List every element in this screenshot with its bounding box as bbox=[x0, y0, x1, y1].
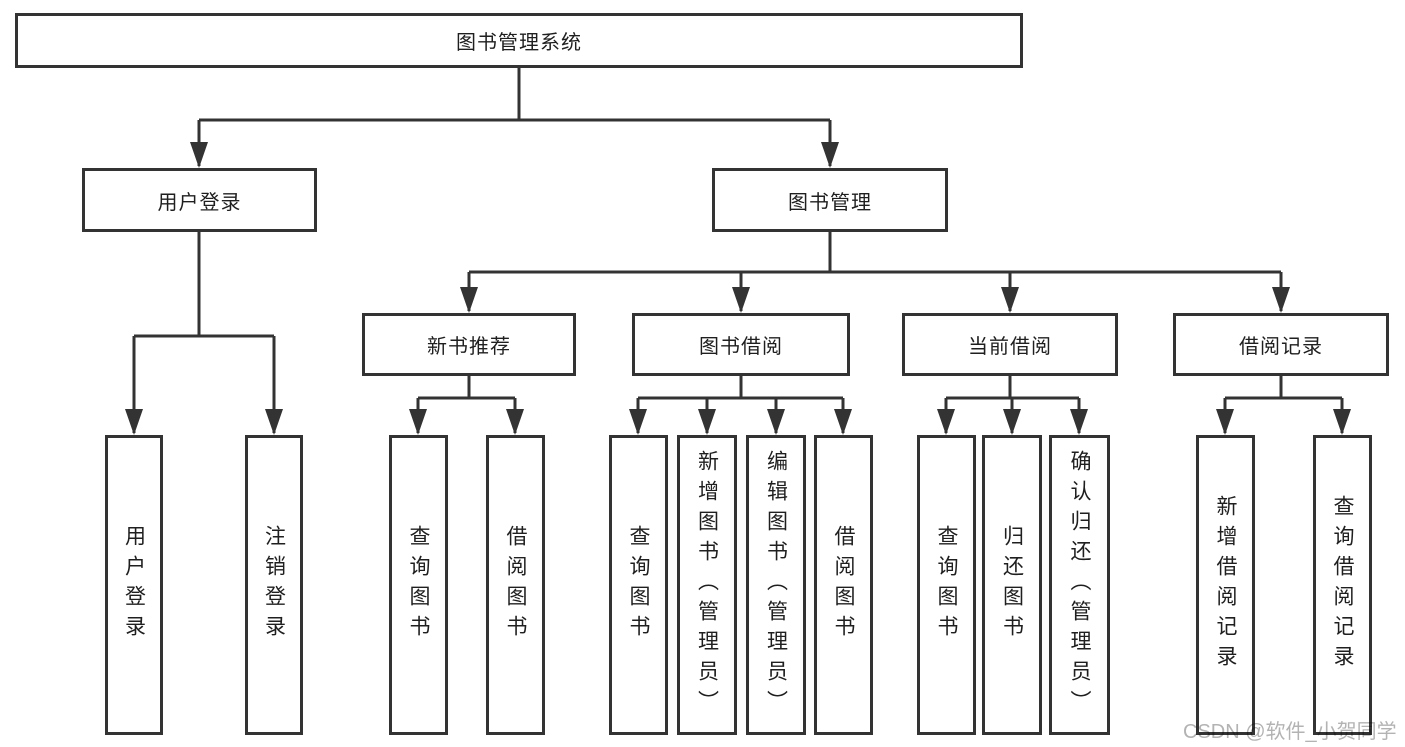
node-root-system: 图书管理系统 bbox=[15, 13, 1023, 68]
leaf-return-books: 归还图书 bbox=[982, 435, 1042, 735]
leaf-logout-label: 注销登录 bbox=[262, 525, 286, 645]
csdn-watermark: CSDN @软件_小贺同学 bbox=[1183, 721, 1397, 743]
connector-user-login-to-leaves bbox=[132, 232, 276, 433]
node-user-login-label: 用户登录 bbox=[157, 191, 242, 214]
arrowhead-icons bbox=[125, 142, 1351, 435]
leaf-edit-books-admin: 编辑图书（管理员） bbox=[746, 435, 806, 735]
node-book-borrowing: 图书借阅 bbox=[632, 313, 850, 376]
leaf-recommend-query-books-label: 查询图书 bbox=[407, 525, 430, 645]
node-user-login: 用户登录 bbox=[82, 168, 317, 232]
leaf-add-borrow-record: 新增借阅记录 bbox=[1196, 435, 1255, 735]
node-book-borrowing-label: 图书借阅 bbox=[699, 336, 783, 358]
leaf-user-login-label: 用户登录 bbox=[122, 525, 146, 645]
node-new-book-recommendation-label: 新书推荐 bbox=[427, 336, 511, 358]
leaf-current-query-books: 查询图书 bbox=[917, 435, 976, 735]
leaf-add-borrow-record-label: 新增借阅记录 bbox=[1214, 495, 1237, 675]
leaf-recommend-borrow-books: 借阅图书 bbox=[486, 435, 545, 735]
leaf-borrow-books-label: 借阅图书 bbox=[832, 525, 855, 645]
leaf-user-login: 用户登录 bbox=[105, 435, 163, 735]
leaf-return-books-label: 归还图书 bbox=[1000, 525, 1024, 645]
node-book-management: 图书管理 bbox=[712, 168, 948, 232]
node-new-book-recommendation: 新书推荐 bbox=[362, 313, 576, 376]
leaf-current-query-books-label: 查询图书 bbox=[935, 525, 958, 645]
node-root-label: 图书管理系统 bbox=[456, 32, 582, 54]
leaf-confirm-return-admin: 确认归还（管理员） bbox=[1049, 435, 1110, 735]
node-borrowing-records-label: 借阅记录 bbox=[1239, 336, 1323, 358]
connector-records-to-leaves bbox=[1223, 376, 1344, 433]
node-current-borrowing: 当前借阅 bbox=[902, 313, 1118, 376]
connector-root-to-level2 bbox=[197, 68, 832, 166]
node-book-management-label: 图书管理 bbox=[788, 191, 872, 214]
leaf-recommend-borrow-books-label: 借阅图书 bbox=[504, 525, 527, 645]
leaf-query-borrow-record: 查询借阅记录 bbox=[1313, 435, 1372, 735]
leaf-edit-books-admin-label: 编辑图书（管理员） bbox=[764, 450, 788, 720]
leaf-recommend-query-books: 查询图书 bbox=[389, 435, 448, 735]
connector-book-mgmt-to-level3 bbox=[467, 232, 1283, 311]
leaf-borrow-query-books-label: 查询图书 bbox=[627, 525, 650, 645]
node-current-borrowing-label: 当前借阅 bbox=[968, 336, 1052, 358]
connector-borrow-to-leaves bbox=[636, 376, 845, 433]
connector-recommend-to-leaves bbox=[416, 376, 517, 433]
leaf-borrow-query-books: 查询图书 bbox=[609, 435, 668, 735]
leaf-confirm-return-admin-label: 确认归还（管理员） bbox=[1068, 450, 1091, 720]
leaf-borrow-books: 借阅图书 bbox=[814, 435, 873, 735]
node-borrowing-records: 借阅记录 bbox=[1173, 313, 1389, 376]
leaf-query-borrow-record-label: 查询借阅记录 bbox=[1331, 495, 1354, 675]
leaf-add-books-admin-label: 新增图书（管理员） bbox=[695, 450, 719, 720]
leaf-logout: 注销登录 bbox=[245, 435, 303, 735]
leaf-add-books-admin: 新增图书（管理员） bbox=[677, 435, 737, 735]
